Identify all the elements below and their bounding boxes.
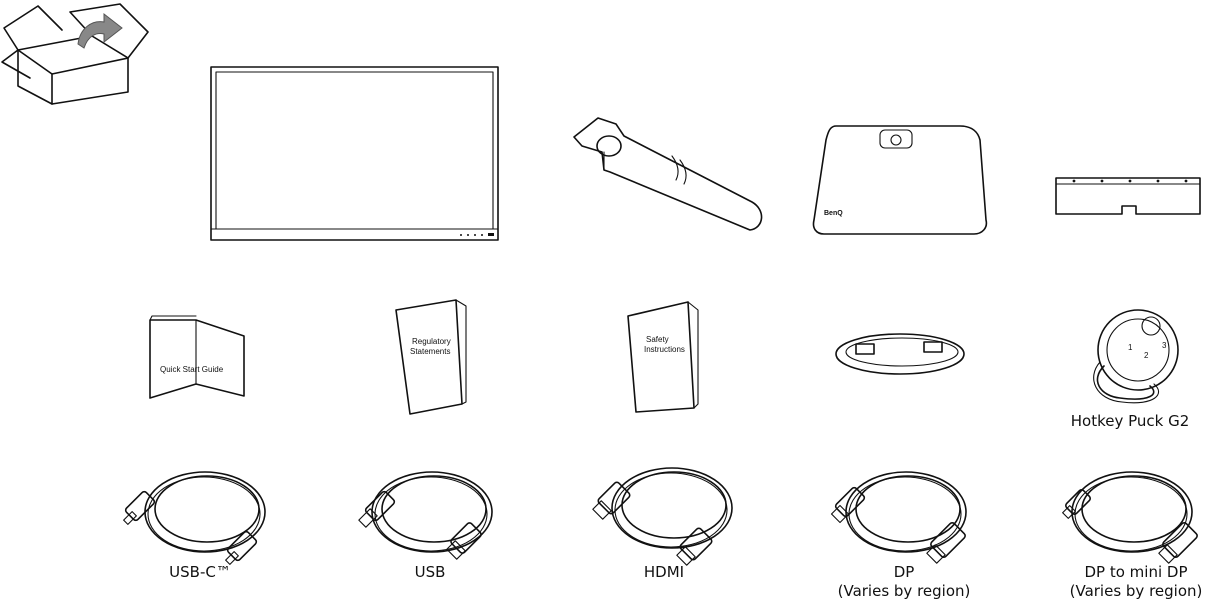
- dp-mini-label: DP to mini DP: [1084, 563, 1188, 581]
- stand-base: BenQ: [812, 125, 988, 235]
- puck-button-3: 3: [1162, 341, 1167, 350]
- hotkey-puck: 1 2 3: [1093, 309, 1179, 404]
- usb-c-label: USB-C™: [169, 563, 231, 581]
- safety-line2: Instructions: [644, 345, 685, 354]
- monitor: [210, 66, 499, 241]
- dp-mini-note: (Varies by region): [1069, 582, 1203, 600]
- dp-cable: [830, 471, 967, 564]
- usb-c-cable: [123, 471, 266, 565]
- hotkey-puck-label: Hotkey Puck G2: [1070, 412, 1190, 430]
- hdmi-label: HDMI: [643, 563, 685, 581]
- power-cord: [835, 333, 965, 375]
- base-brand-text: BenQ: [824, 210, 843, 217]
- quick-start-guide-booklet: Quick Start Guide: [149, 315, 245, 399]
- regulatory-line1: Regulatory: [412, 337, 451, 346]
- hdmi-cable: [592, 467, 733, 566]
- safety-instructions-booklet: Safety Instructions: [627, 301, 699, 413]
- usb-cable: [358, 471, 493, 560]
- dp-label: DP: [893, 563, 915, 581]
- usb-label: USB: [414, 563, 446, 581]
- dp-mini-dp-cable: [1062, 471, 1198, 564]
- quick-start-guide-text: Quick Start Guide: [160, 365, 224, 374]
- regulatory-statements-booklet: Regulatory Statements: [395, 299, 467, 415]
- unpack-box-icon: [1, 3, 149, 105]
- dp-note: (Varies by region): [837, 582, 971, 600]
- regulatory-line2: Statements: [410, 347, 450, 356]
- cable-cover: [1055, 177, 1201, 215]
- puck-button-2: 2: [1144, 351, 1149, 360]
- stand-neck: [573, 117, 763, 231]
- safety-line1: Safety: [646, 335, 669, 344]
- puck-button-1: 1: [1128, 343, 1133, 352]
